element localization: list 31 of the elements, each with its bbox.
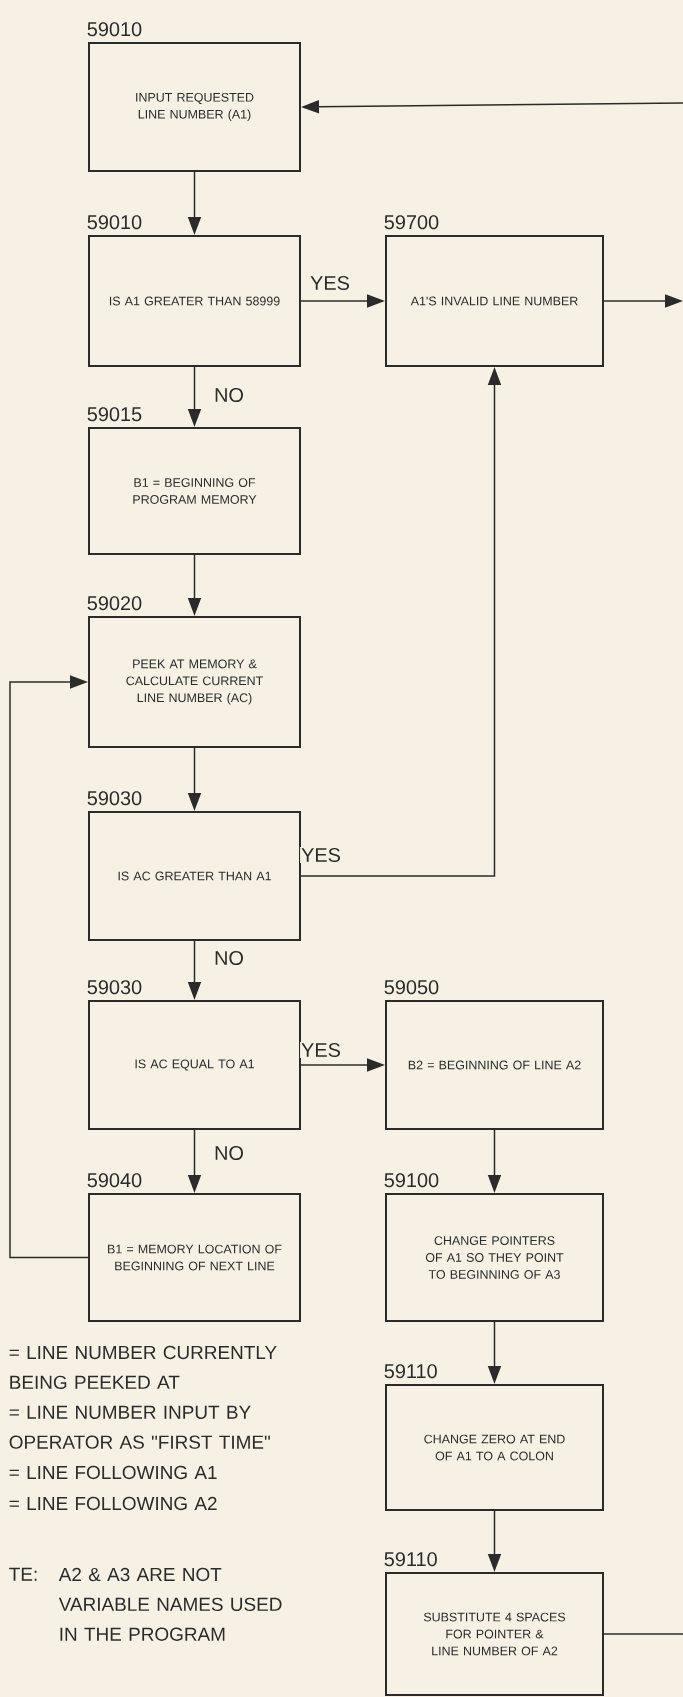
process-box: IS AC GREATER THAN A1	[88, 811, 301, 941]
process-box: IS A1 GREATER THAN 58999	[88, 235, 301, 367]
line-number: 59100	[384, 1173, 439, 1188]
line-number: 59020	[87, 596, 142, 611]
process-box: B2 = BEGINNING OF LINE A2	[385, 1000, 604, 1130]
process-box: B1 = BEGINNING OF PROGRAM MEMORY	[88, 427, 301, 555]
note-text: TE:	[9, 1567, 37, 1581]
note-text: = LINE FOLLOWING A1	[9, 1465, 217, 1480]
arrow	[9, 675, 89, 1259]
line-number: 59700	[384, 215, 439, 230]
line-number: 59010	[87, 215, 142, 230]
note-text: A2 & A3 ARE NOT VARIABLE NAMES USED IN THE PROGRAM	[58, 1567, 282, 1641]
note-text: = LINE FOLLOWING A2	[9, 1496, 217, 1511]
process-box: INPUT REQUESTED LINE NUMBER (A1)	[88, 42, 301, 172]
line-number: 59040	[87, 1173, 142, 1188]
process-box: A1'S INVALID LINE NUMBER	[385, 235, 604, 367]
process-box: CHANGE POINTERS OF A1 SO THEY POINT TO BEGINNING OF A3	[385, 1193, 604, 1322]
line-number: 59110	[384, 1364, 437, 1379]
process-box: B1 = MEMORY LOCATION OF BEGINNING OF NEXT LINE	[88, 1193, 301, 1322]
line-number: 59015	[87, 407, 142, 422]
line-number: 59050	[384, 980, 439, 995]
process-box: CHANGE ZERO AT END OF A1 TO A COLON	[385, 1384, 604, 1511]
note-text: = LINE NUMBER CURRENTLY BEING PEEKED AT	[9, 1345, 277, 1390]
line-number: 59110	[384, 1552, 437, 1567]
process-box: PEEK AT MEMORY & CALCULATE CURRENT LINE NUMBER (AC)	[88, 616, 301, 748]
note-text: = LINE NUMBER INPUT BY OPERATOR AS "FIRST TIME"	[9, 1405, 270, 1449]
process-box: IS AC EQUAL TO A1	[88, 1000, 301, 1130]
line-number: 59030	[87, 791, 142, 806]
line-number: 59010	[87, 22, 142, 37]
process-box: SUBSTITUTE 4 SPACES FOR POINTER & LINE NUMBER OF A2	[385, 1572, 604, 1696]
line-number: 59030	[87, 980, 142, 995]
